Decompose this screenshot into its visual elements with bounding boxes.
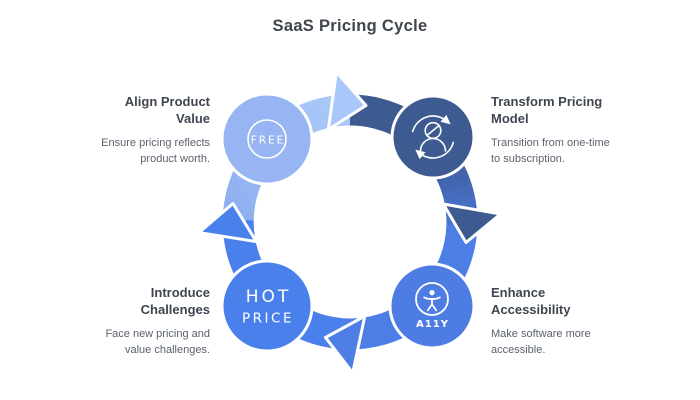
step-introduce-challenges: Introduce Challenges Face new pricing an… xyxy=(60,284,210,358)
step-transform-pricing-model: Transform Pricing Model Transition from … xyxy=(491,93,641,167)
step-heading: Introduce Challenges xyxy=(140,285,210,317)
cycle-arrow-top-icon xyxy=(326,70,368,131)
node-a11y-circle xyxy=(388,262,476,350)
step-description: Transition from one-time to subscription… xyxy=(491,137,610,165)
accessibility-person-icon xyxy=(415,282,449,316)
step-heading: Align Product Value xyxy=(124,94,210,126)
step-align-product-value: Align Product Value Ensure pricing refle… xyxy=(60,93,210,167)
node-free-circle xyxy=(220,92,314,186)
step-heading: Enhance Accessibility xyxy=(491,285,571,317)
step-description: Ensure pricing reflects product worth. xyxy=(101,137,210,165)
node-hot-price-circle xyxy=(220,259,314,353)
cycle-arrow-bottom-icon xyxy=(324,314,367,375)
step-heading: Transform Pricing Model xyxy=(491,94,603,126)
node-hot-price: HOT PRICE xyxy=(220,259,314,353)
cycle-arrow-right-icon xyxy=(441,202,502,244)
a11y-badge-label: A11Y xyxy=(416,319,449,330)
page-title: SaaS Pricing Cycle xyxy=(272,17,428,35)
node-transform-circle xyxy=(390,94,476,180)
step-description: Make software more accessible. xyxy=(491,328,591,356)
node-transform xyxy=(390,94,476,180)
user-refresh-icon xyxy=(411,114,455,160)
free-badge-label: FREE xyxy=(251,135,286,147)
hot-badge-label: HOT xyxy=(246,287,292,307)
node-free: FREE xyxy=(220,92,314,186)
price-badge-label: PRICE xyxy=(242,311,294,327)
free-ring-badge-icon xyxy=(247,119,287,159)
node-a11y: A11Y xyxy=(388,262,476,350)
step-enhance-accessibility: Enhance Accessibility Make software more… xyxy=(491,284,641,358)
step-description: Face new pricing and value challenges. xyxy=(105,328,210,356)
cycle-arrow-left-icon xyxy=(197,202,258,244)
